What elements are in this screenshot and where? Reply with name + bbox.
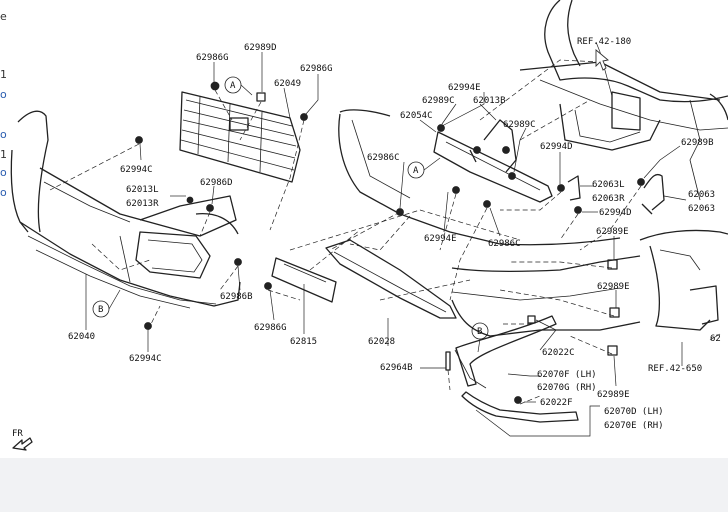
left-fragment: 1 bbox=[0, 148, 7, 161]
part-label: 62989D bbox=[244, 43, 277, 53]
assembly-lines bbox=[49, 59, 642, 405]
part-labels: REF.42-180 REF.42-650 FR A A B B 62986G … bbox=[12, 37, 721, 439]
part-label: 62063L bbox=[592, 180, 625, 190]
callouts bbox=[92, 76, 489, 353]
left-fragment: o bbox=[0, 186, 7, 199]
part-label: 62989E bbox=[597, 390, 630, 400]
part-label: 62 bbox=[710, 334, 721, 344]
left-fragment: o bbox=[0, 128, 7, 141]
callout-b-left: B bbox=[98, 305, 103, 315]
fender-panel bbox=[639, 229, 728, 331]
part-label: 62070E (RH) bbox=[604, 421, 664, 431]
part-label: 62013L bbox=[126, 185, 159, 195]
brackets-62063 bbox=[567, 173, 665, 215]
leader-lines bbox=[85, 41, 721, 437]
diagram-canvas: REF.42-180 REF.42-650 FR A A B B 62986G … bbox=[10, 0, 728, 451]
callout-a-left: A bbox=[230, 81, 236, 91]
part-label: 62964B bbox=[380, 363, 413, 373]
part-label: 62013R bbox=[126, 199, 159, 209]
bumper-face-62040 bbox=[10, 110, 241, 309]
part-label: 62070D (LH) bbox=[604, 407, 664, 417]
ref-label-bottom: REF.42-650 bbox=[648, 364, 702, 374]
part-label: 62013B bbox=[473, 96, 506, 106]
part-label: 62986G bbox=[300, 64, 333, 74]
part-label: 62989B bbox=[681, 138, 714, 148]
body-structure bbox=[519, 0, 728, 201]
part-label: 62994C bbox=[129, 354, 162, 364]
left-fragment: o bbox=[0, 88, 7, 101]
part-label: 62049 bbox=[274, 79, 301, 89]
fr-label: FR bbox=[12, 429, 23, 439]
left-fragment: 1 bbox=[0, 68, 7, 81]
part-label: 62986D bbox=[200, 178, 233, 188]
part-label: 62063R bbox=[592, 194, 625, 204]
plate-bracket-62815 bbox=[271, 257, 337, 303]
callout-b-right: B bbox=[477, 327, 482, 337]
part-label: 62040 bbox=[68, 332, 95, 342]
part-label: 62994E bbox=[448, 83, 481, 93]
part-label: 62028 bbox=[368, 337, 395, 347]
part-label: 62994C bbox=[120, 165, 153, 175]
grille-62049 bbox=[179, 91, 301, 183]
left-fragment: o bbox=[0, 166, 7, 179]
left-fragment: e bbox=[0, 10, 7, 23]
part-label: 62986C bbox=[488, 239, 521, 249]
ref-label-top: REF.42-180 bbox=[577, 37, 631, 47]
part-label: 62063 bbox=[688, 190, 715, 200]
fasteners bbox=[135, 81, 645, 404]
part-label: 62989E bbox=[597, 282, 630, 292]
part-label: 62989C bbox=[503, 120, 536, 130]
part-label: 62986B bbox=[220, 292, 253, 302]
callout-a-right: A bbox=[413, 166, 419, 176]
viewer-bottom-bar bbox=[0, 458, 728, 512]
part-label: 62022F bbox=[540, 398, 573, 408]
part-label: 62994E bbox=[424, 234, 457, 244]
part-label: 62070F (LH) bbox=[537, 370, 597, 380]
trim-62070F bbox=[455, 315, 557, 387]
part-label: 62054C bbox=[400, 111, 433, 121]
part-label: 62986C bbox=[367, 153, 400, 163]
trim-62070D bbox=[461, 391, 579, 423]
part-label: 62994D bbox=[540, 142, 573, 152]
part-label: 62994D bbox=[599, 208, 632, 218]
part-label: 62815 bbox=[290, 337, 317, 347]
part-label: 62986G bbox=[196, 53, 229, 63]
part-label: 62070G (RH) bbox=[537, 383, 597, 393]
absorber-62013B bbox=[433, 119, 553, 203]
fr-arrow-icon bbox=[12, 437, 33, 451]
part-label: 62063 bbox=[688, 204, 715, 214]
part-label: 62989C bbox=[422, 96, 455, 106]
part-label: 62022C bbox=[542, 348, 575, 358]
part-label: 62989E bbox=[596, 227, 629, 237]
mouse-pointer-icon bbox=[595, 49, 610, 71]
parts-diagram[interactable]: REF.42-180 REF.42-650 FR A A B B 62986G … bbox=[8, 0, 728, 458]
spoiler-62028 bbox=[325, 239, 457, 319]
part-label: 62986G bbox=[254, 323, 287, 333]
